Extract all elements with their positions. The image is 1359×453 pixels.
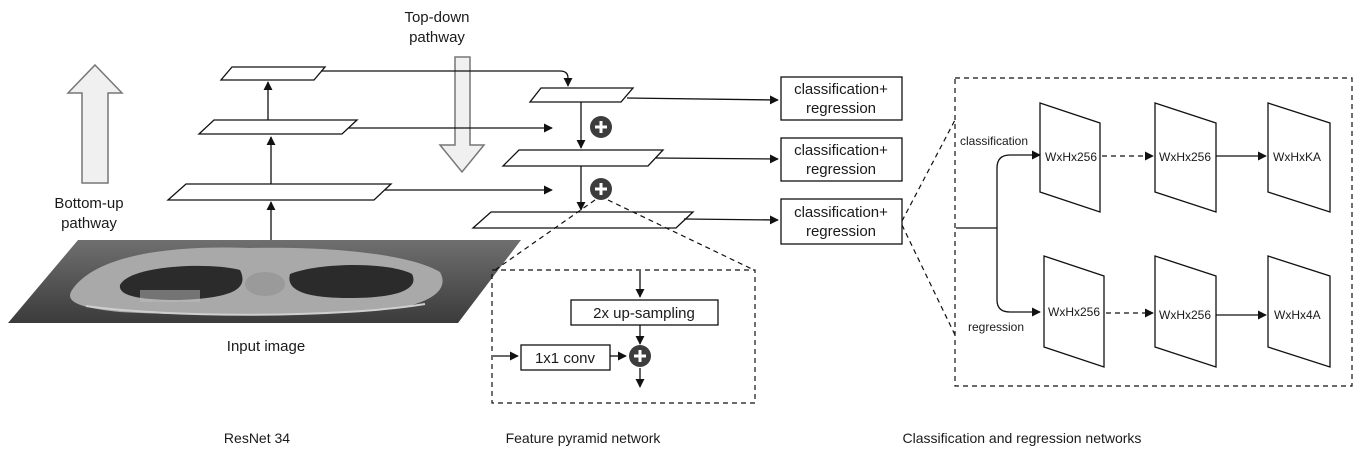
top-down-plane-3 — [471, 211, 695, 229]
plus-circle-icon — [590, 116, 612, 138]
lateral-connection-arrows — [321, 70, 573, 195]
top-down-plane-1 — [528, 87, 635, 103]
reg-feature-map-2: WxHx256 — [1154, 255, 1217, 368]
head-box-1-line1: classification+ — [794, 81, 888, 98]
top-down-plane-2 — [501, 149, 665, 167]
branch-regression-label: regression — [968, 320, 1024, 334]
subnet-branch-lines — [956, 150, 1041, 317]
reg-feature-map-2-label: WxHx256 — [1159, 308, 1211, 322]
head-box-3-line1: classification+ — [794, 204, 888, 221]
bottom-up-plane-2 — [197, 119, 359, 135]
bottom-up-plane-1 — [166, 183, 393, 201]
bottom-up-arrow — [66, 63, 124, 184]
bottom-up-connector-arrows — [263, 81, 276, 240]
subnet-arrows — [1102, 151, 1267, 320]
head-box-1: classification+ regression — [780, 76, 903, 121]
cls-output-map: WxHxKA — [1267, 102, 1331, 213]
head-box-3: classification+ regression — [780, 198, 903, 245]
caption-subnets: Classification and regression networks — [903, 430, 1142, 446]
fpn-detail-arrows — [493, 271, 645, 388]
conv-box: 1x1 conv — [520, 344, 611, 371]
plus-circle-icon — [629, 345, 651, 367]
upsampling-box: 2x up-sampling — [570, 299, 719, 326]
cls-feature-map-1: WxHx256 — [1039, 102, 1101, 213]
reg-output-map: WxHx4A — [1267, 255, 1331, 368]
input-image-label: Input image — [227, 338, 305, 355]
caption-resnet: ResNet 34 — [224, 430, 290, 446]
cls-feature-map-2: WxHx256 — [1154, 102, 1217, 213]
top-down-label-line2: pathway — [409, 29, 465, 46]
top-down-arrow — [438, 56, 486, 174]
branch-classification-label: classification — [960, 134, 1028, 148]
plus-circle-icon — [590, 178, 612, 200]
subnet-zoom-lines — [901, 119, 956, 336]
head-box-1-line2: regression — [806, 100, 876, 117]
reg-output-map-label: WxHx4A — [1274, 308, 1321, 322]
cls-feature-map-1-label: WxHx256 — [1045, 150, 1097, 164]
fpn-zoom-lines — [494, 199, 755, 271]
bottom-up-label-line2: pathway — [61, 215, 117, 232]
bottom-up-label-line1: Bottom-up — [54, 195, 123, 212]
reg-feature-map-1: WxHx256 — [1043, 255, 1105, 368]
head-box-2-line1: classification+ — [794, 142, 888, 159]
top-down-label-line1: Top-down — [404, 9, 469, 26]
head-box-2-line2: regression — [806, 161, 876, 178]
head-arrows — [626, 95, 779, 225]
cls-feature-map-2-label: WxHx256 — [1159, 150, 1211, 164]
bottom-up-plane-3 — [219, 66, 327, 81]
cls-output-map-label: WxHxKA — [1273, 150, 1321, 164]
head-box-2: classification+ regression — [780, 137, 903, 182]
ct-input-image — [8, 240, 521, 323]
subnet-panel — [954, 77, 1353, 387]
caption-fpn: Feature pyramid network — [506, 430, 662, 446]
reg-feature-map-1-label: WxHx256 — [1048, 305, 1100, 319]
fpn-detail-panel — [491, 269, 756, 404]
conv-label: 1x1 conv — [535, 350, 596, 367]
head-box-3-line2: regression — [806, 223, 876, 240]
upsampling-label: 2x up-sampling — [593, 305, 695, 322]
